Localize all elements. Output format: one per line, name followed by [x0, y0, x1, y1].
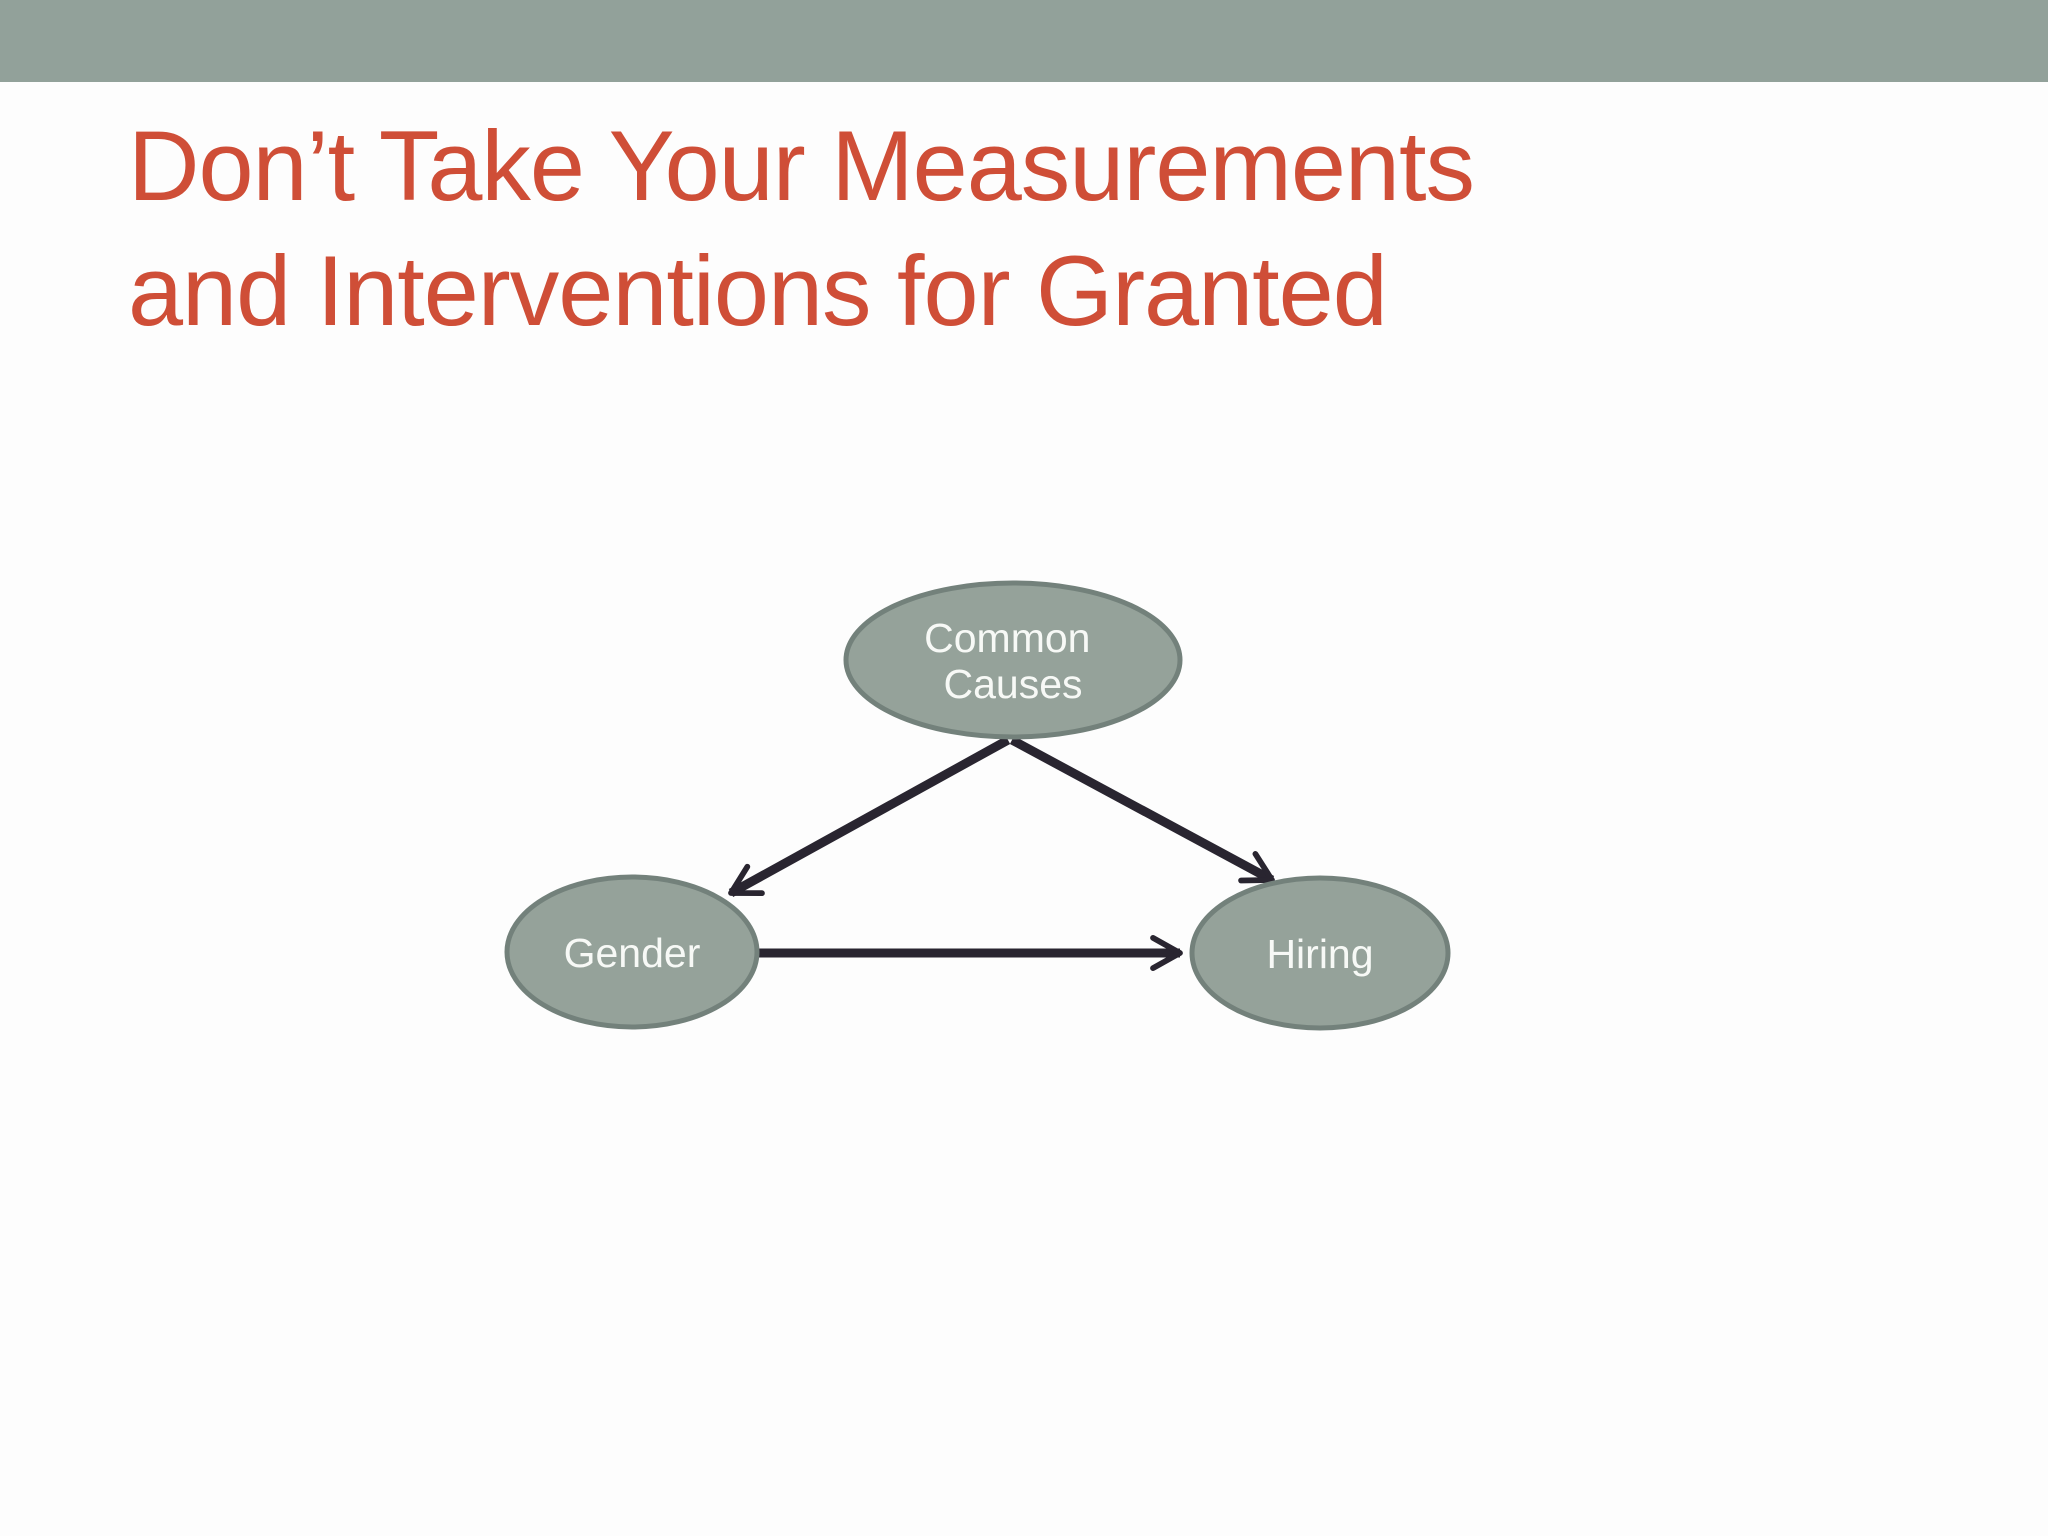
node-common-causes-label-line2: Causes — [943, 661, 1082, 707]
node-gender-label: Gender — [564, 930, 701, 976]
node-gender-shape — [504, 874, 760, 1030]
top-accent-bar — [0, 0, 2048, 82]
node-hiring: Hiring — [1189, 875, 1451, 1031]
node-gender: Gender — [504, 874, 760, 1030]
node-hiring-shape — [1189, 875, 1451, 1031]
slide-title-line-2: and Interventions for Granted — [128, 234, 1388, 346]
node-common-causes-label-line1: Common — [924, 615, 1090, 661]
node-hiring-label: Hiring — [1266, 931, 1373, 977]
edge-common-causes-to-hiring — [1009, 736, 1275, 884]
node-common-causes: Common Causes — [843, 580, 1183, 740]
slide-title-line-1: Don’t Take Your Measurements — [128, 110, 1475, 221]
node-common-causes-shape — [843, 580, 1183, 740]
edge-common-causes-to-gender — [728, 736, 1011, 897]
node-common-causes-label: Common Causes — [924, 615, 1102, 707]
slide-title: Don’t Take Your Measurements and Interve… — [128, 104, 1475, 353]
